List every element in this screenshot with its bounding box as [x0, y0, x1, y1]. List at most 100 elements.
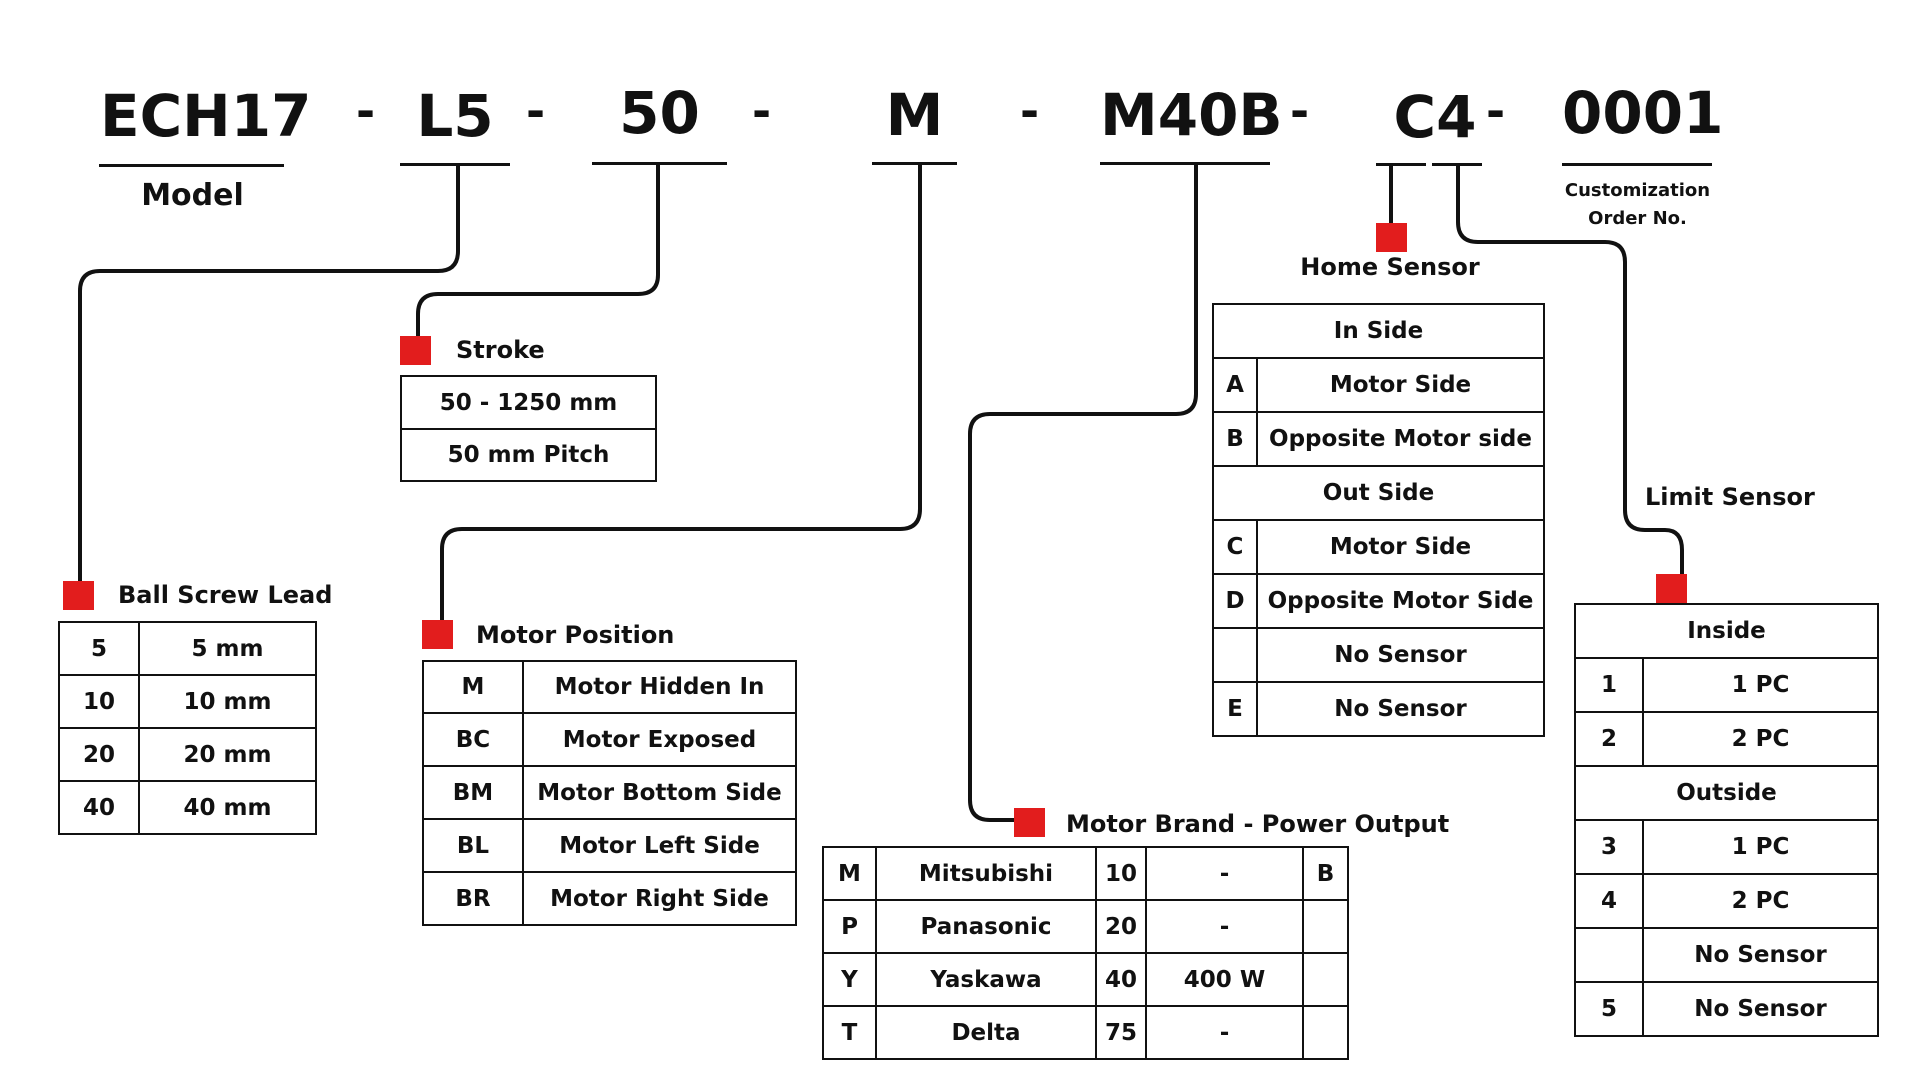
limit-sensor-value: 1 PC	[1642, 819, 1879, 875]
motor-position-value: Motor Left Side	[522, 818, 797, 873]
lead-code: 10	[58, 674, 140, 729]
motor-position-value: Motor Bottom Side	[522, 765, 797, 820]
lead-value: 40 mm	[138, 780, 317, 835]
separator-dash: -	[1290, 84, 1310, 138]
separator-dash: -	[752, 84, 772, 138]
model-label: Model	[141, 178, 244, 213]
table-row: 40 40 mm	[58, 780, 317, 835]
table-row: D Opposite Motor Side	[1212, 573, 1545, 629]
lead-code: 20	[58, 727, 140, 782]
home-sensor-table: In Side A Motor Side B Opposite Motor si…	[1212, 303, 1545, 737]
motor-brand-title: Motor Brand - Power Output	[1066, 810, 1450, 838]
table-row: 4 2 PC	[1574, 873, 1879, 929]
table-row: C Motor Side	[1212, 519, 1545, 575]
limit-sensor-code	[1574, 927, 1644, 983]
table-row: BL Motor Left Side	[422, 818, 797, 873]
limit-sensor-code: 1	[1574, 657, 1644, 713]
motor-position-code: BC	[422, 712, 524, 767]
limit-sensor-marker	[1656, 574, 1687, 603]
motor-brand-marker	[1014, 808, 1045, 837]
power-value: -	[1145, 846, 1304, 901]
underline-model	[99, 164, 284, 167]
table-row: BR Motor Right Side	[422, 871, 797, 926]
limit-sensor-value: 2 PC	[1642, 711, 1879, 767]
motor-position-value: Motor Hidden In	[522, 660, 797, 714]
power-code: 20	[1095, 899, 1147, 954]
power-value: -	[1145, 1005, 1304, 1060]
home-sensor-title: Home Sensor	[1300, 253, 1480, 281]
home-sensor-value: Opposite Motor side	[1256, 411, 1545, 467]
home-sensor-marker	[1376, 223, 1407, 252]
limit-sensor-code: 5	[1574, 981, 1644, 1037]
motor-position-code: BM	[422, 765, 524, 820]
motor-position-table: M Motor Hidden In BC Motor Exposed BM Mo…	[422, 660, 797, 926]
table-row: 3 1 PC	[1574, 819, 1879, 875]
table-row: BM Motor Bottom Side	[422, 765, 797, 820]
power-code: 75	[1095, 1005, 1147, 1060]
limit-sensor-table: Inside 1 1 PC 2 2 PC Outside 3 1 PC 4 2 …	[1574, 603, 1879, 1037]
brand-name: Yaskawa	[875, 952, 1097, 1007]
brake-cell	[1302, 952, 1349, 1007]
part-code-sensors: C4	[1393, 83, 1477, 151]
separator-dash: -	[526, 84, 546, 138]
table-row: M Motor Hidden In	[422, 660, 797, 714]
stroke-marker	[400, 336, 431, 365]
lead-code: 40	[58, 780, 140, 835]
home-sensor-code: B	[1212, 411, 1258, 467]
limit-sensor-outside-header: Outside	[1574, 765, 1879, 821]
table-row: Y Yaskawa 40 400 W	[822, 952, 1349, 1007]
power-value: 400 W	[1145, 952, 1304, 1007]
brand-code: M	[822, 846, 877, 901]
limit-sensor-inside-header: Inside	[1574, 603, 1879, 659]
lead-code: 5	[58, 621, 140, 676]
home-sensor-value: No Sensor	[1256, 681, 1545, 737]
table-row: 50 mm Pitch	[400, 428, 657, 482]
underline-motor-brand	[1100, 162, 1270, 165]
brand-name: Mitsubishi	[875, 846, 1097, 901]
home-sensor-code: C	[1212, 519, 1258, 575]
table-row: BC Motor Exposed	[422, 712, 797, 767]
home-sensor-value: Motor Side	[1256, 519, 1545, 575]
lead-value: 10 mm	[138, 674, 317, 729]
lead-value: 20 mm	[138, 727, 317, 782]
ball-screw-lead-title: Ball Screw Lead	[118, 581, 333, 609]
limit-sensor-value: No Sensor	[1642, 981, 1879, 1037]
home-sensor-code	[1212, 627, 1258, 683]
brand-code: Y	[822, 952, 877, 1007]
underline-motor-position	[872, 162, 957, 165]
underline-limit-sensor	[1432, 163, 1482, 166]
brand-code: P	[822, 899, 877, 954]
customization-label-line2: Order No.	[1588, 208, 1687, 229]
stroke-table: 50 - 1250 mm 50 mm Pitch	[400, 375, 657, 482]
part-code-model: ECH17	[100, 82, 312, 150]
table-row: No Sensor	[1574, 927, 1879, 983]
table-row: Outside	[1574, 765, 1879, 821]
table-row: 5 No Sensor	[1574, 981, 1879, 1037]
motor-position-code: BR	[422, 871, 524, 926]
motor-position-marker	[422, 620, 453, 649]
table-row: T Delta 75 -	[822, 1005, 1349, 1060]
power-code: 10	[1095, 846, 1147, 901]
part-code-customization: 0001	[1562, 79, 1724, 147]
underline-customization	[1562, 163, 1712, 166]
underline-stroke	[592, 162, 727, 165]
power-code: 40	[1095, 952, 1147, 1007]
table-row: In Side	[1212, 303, 1545, 359]
table-row: P Panasonic 20 -	[822, 899, 1349, 954]
brake-cell	[1302, 1005, 1349, 1060]
limit-sensor-code: 2	[1574, 711, 1644, 767]
separator-dash: -	[356, 84, 376, 138]
part-code-motor-position: M	[885, 81, 944, 149]
home-sensor-out-side-header: Out Side	[1212, 465, 1545, 521]
table-row: 20 20 mm	[58, 727, 317, 782]
table-row: A Motor Side	[1212, 357, 1545, 413]
home-sensor-value: No Sensor	[1256, 627, 1545, 683]
limit-sensor-value: No Sensor	[1642, 927, 1879, 983]
home-sensor-value: Opposite Motor Side	[1256, 573, 1545, 629]
table-row: B Opposite Motor side	[1212, 411, 1545, 467]
limit-sensor-code: 4	[1574, 873, 1644, 929]
part-code-motor-brand: M40B	[1100, 81, 1283, 149]
table-row: 50 - 1250 mm	[400, 375, 657, 430]
table-row: 2 2 PC	[1574, 711, 1879, 767]
home-sensor-in-side-header: In Side	[1212, 303, 1545, 359]
